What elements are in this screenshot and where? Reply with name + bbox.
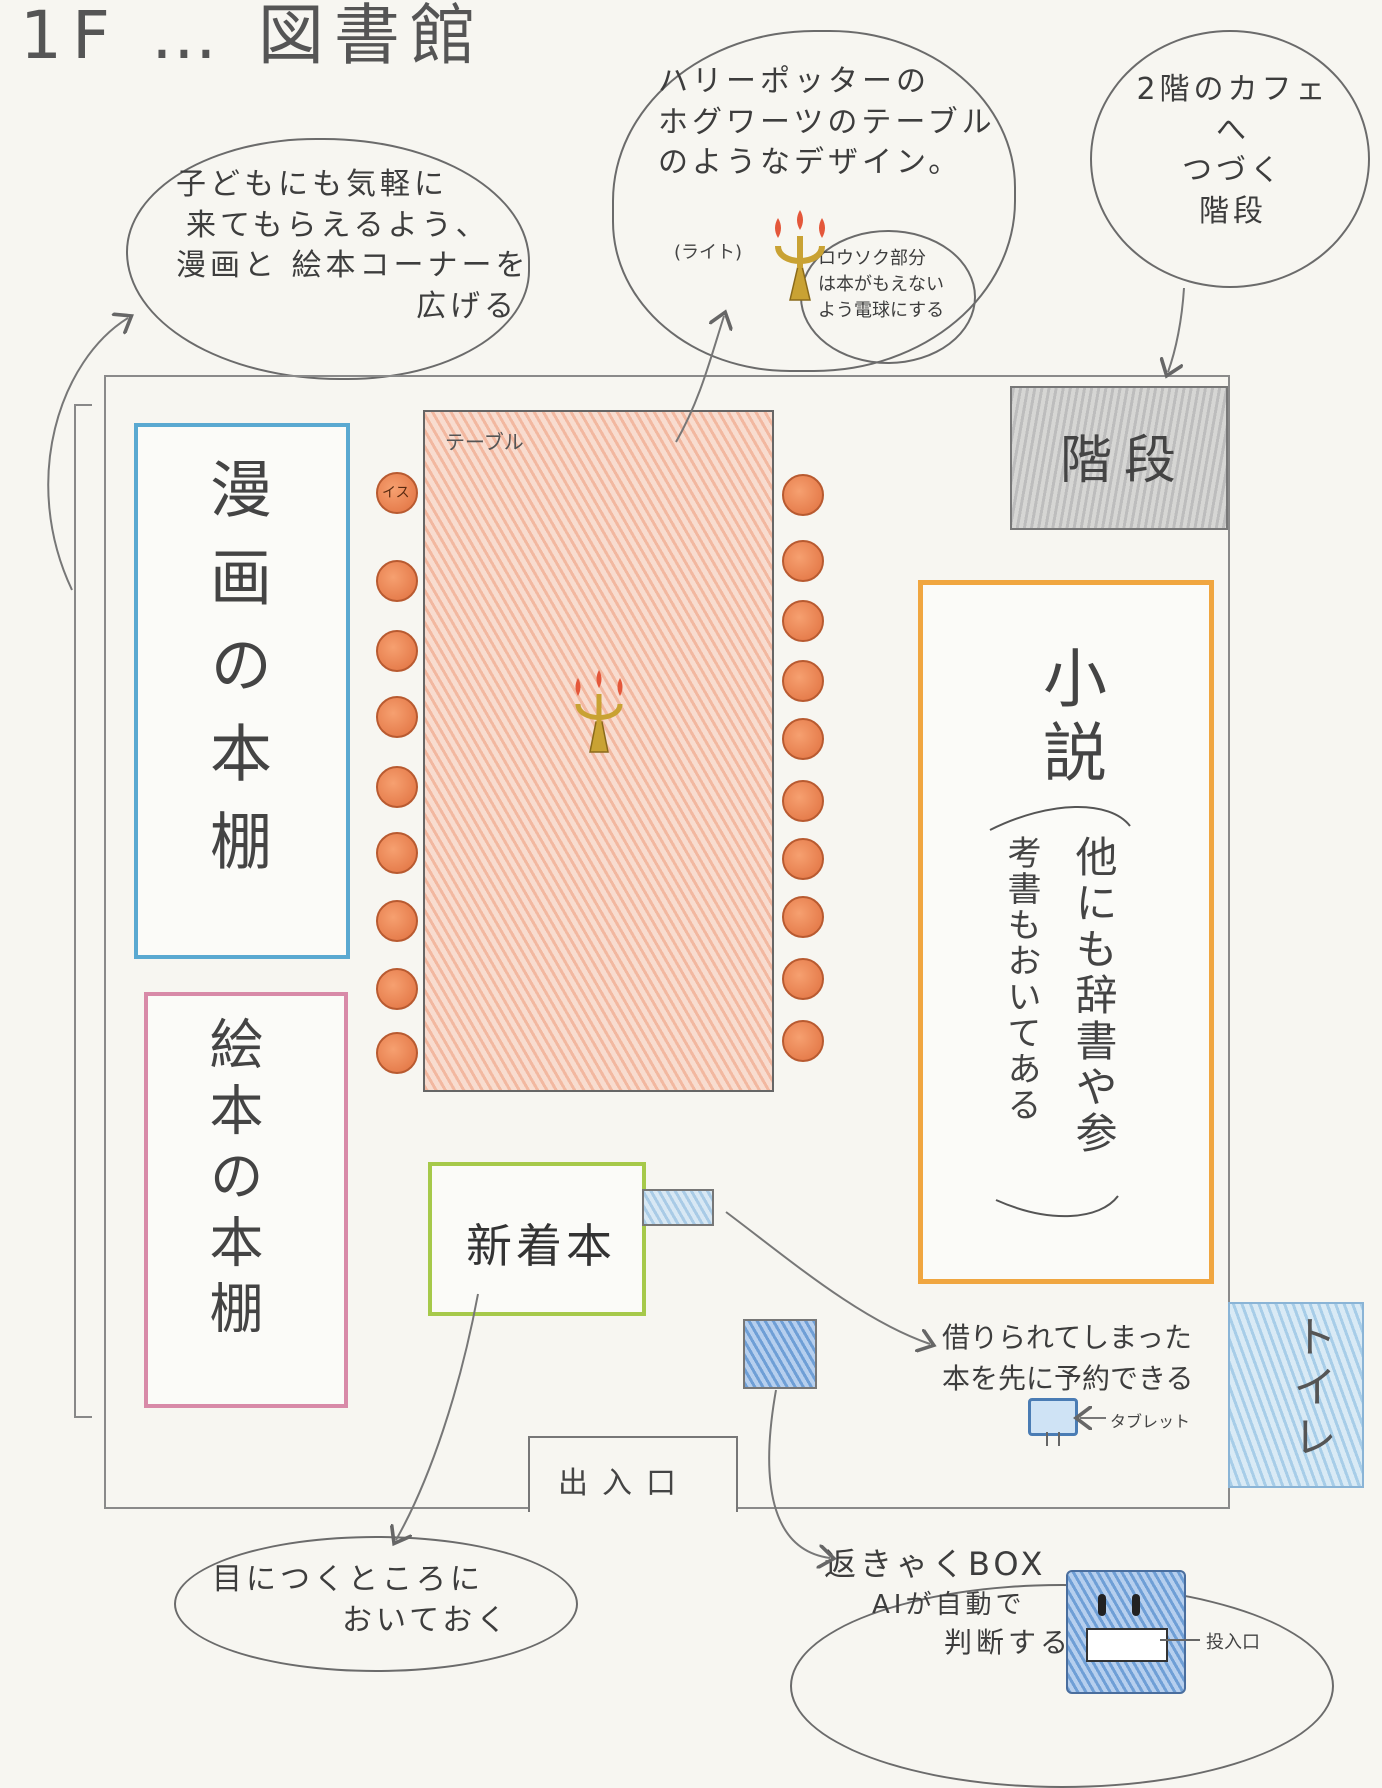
picture-book-shelf: 絵本の本棚: [144, 992, 348, 1408]
reservation-arrow: [725, 1211, 930, 1344]
return-line-1: 返きゃくBOX: [824, 1545, 1047, 1583]
chair-left-7: [376, 900, 418, 942]
harry-line-2: ホグワーツのテーブル: [658, 104, 996, 140]
candle-line-2: は本がもえない: [818, 274, 944, 296]
stairs-label: 階段: [1060, 431, 1189, 491]
chair-right-6: [782, 780, 824, 822]
chair-right-2: [782, 540, 824, 582]
chair-right-8: [782, 896, 824, 938]
return-arrow: [768, 1389, 830, 1558]
return-box: [743, 1319, 817, 1389]
candle-line-1: ロウソク部分: [818, 248, 926, 269]
chair-left-4: [376, 696, 418, 738]
reserve-line-1: 借りられてしまった: [942, 1321, 1193, 1354]
chair-left-1: イス: [376, 472, 418, 514]
return-line-3: 判断する: [944, 1626, 1073, 1660]
reservation-note: 借りられてしまった 本を先に予約できる: [942, 1318, 1193, 1399]
return-box-text: 返きゃくBOX AIが自動で 判断する: [824, 1542, 1072, 1662]
table-label: テーブル: [445, 430, 524, 454]
reservation-counter: [642, 1189, 714, 1226]
toilet: トイレ: [1228, 1302, 1364, 1488]
entrance-label: 出入口: [558, 1466, 690, 1501]
harry-line-3: のようなデザイン。: [658, 145, 963, 180]
manga-shelf: 漫画の本棚: [134, 423, 350, 959]
novel-bracket-top: [989, 806, 1131, 831]
novel-bracket-bottom: [995, 1195, 1119, 1217]
table-design-bubble: [612, 30, 1016, 372]
novel-note-left: 考書もおいてある: [1001, 835, 1041, 1123]
new-books-shelf: 新着本: [428, 1162, 646, 1316]
tablet-label: タブレット: [1110, 1412, 1191, 1431]
kids-line-3: 漫画と 絵本コーナーを: [176, 248, 530, 283]
table-candelabra-icon: [575, 670, 623, 753]
harry-line-1: ハリーポッターの: [658, 64, 930, 99]
novel-shelf-title: 小説: [1032, 645, 1106, 793]
picture-book-shelf-label: 絵本の本棚: [200, 1016, 263, 1346]
chair-left-6: [376, 832, 418, 874]
toilet-label: トイレ: [1285, 1314, 1336, 1464]
manga-shelf-label: 漫画の本棚: [199, 457, 272, 897]
left-bracket: [74, 404, 92, 1418]
new-books-arrow: [396, 1293, 479, 1540]
chair-right-7: [782, 838, 824, 880]
newbooks-line-2: おいておく: [342, 1602, 511, 1638]
new-books-label: 新着本: [466, 1219, 616, 1273]
new-books-bubble: [174, 1536, 578, 1672]
table-arrow: [675, 316, 724, 443]
stairs-arrow: [1168, 287, 1185, 372]
stairs-bubble: [1090, 30, 1370, 288]
chair-left-9: [376, 1032, 418, 1074]
slot-label: 投入口: [1206, 1632, 1260, 1653]
kids-line-2: 来てもらえるよう、: [186, 207, 490, 243]
table-design-text: ハリーポッターの ホグワーツのテーブル のようなデザイン。: [658, 62, 996, 184]
robot-slot: [1086, 1628, 1168, 1662]
chair-right-3: [782, 600, 824, 642]
arrows-layer: [47, 210, 1200, 1641]
stairs-bubble-text: 2階のカフェへ つづく 階段: [1128, 70, 1338, 232]
candle-line-3: よう電球にする: [818, 300, 945, 322]
robot-eye-left: [1098, 1594, 1106, 1616]
return-line-2: AIが自動で: [872, 1589, 1026, 1620]
kids-line-4: 広げる: [416, 288, 518, 324]
return-box-robot: [1066, 1570, 1186, 1694]
stairs-line-1: 2階のカフェへ: [1136, 72, 1330, 148]
chair-right-1: [782, 474, 824, 516]
chair-right-9: [782, 958, 824, 1000]
chair-left-5: [376, 766, 418, 808]
chair-left-8: [376, 968, 418, 1010]
chair-right-4: [782, 660, 824, 702]
tablet-stand: [1046, 1432, 1060, 1446]
kids-corner-text: 子どもにも気軽に 来てもらえるよう、 漫画と 絵本コーナーを 広げる: [176, 165, 530, 327]
page-title: 1F … 図書館: [20, 0, 486, 74]
candelabra-icon: [775, 210, 825, 301]
robot-eye-right: [1132, 1594, 1140, 1616]
kids-arrow: [47, 318, 128, 591]
chair-label: イス: [382, 485, 410, 501]
chair-left-3: [376, 630, 418, 672]
chair-left-2: [376, 560, 418, 602]
novel-shelf: 小説 他にも辞書や参 考書もおいてある: [918, 580, 1214, 1284]
candle-note-text: ロウソク部分 は本がもえない よう電球にする: [818, 246, 944, 324]
entrance: 出入口: [528, 1436, 738, 1512]
kids-line-1: 子どもにも気軽に: [176, 167, 448, 202]
reserve-line-2: 本を先に予約できる: [942, 1361, 1194, 1395]
novel-note-right: 他にも辞書や参: [1069, 835, 1118, 1157]
stairs-line-2: つづく: [1182, 153, 1284, 188]
chair-right-5: [782, 718, 824, 760]
light-label: (ライト): [674, 242, 743, 263]
stairs-block: 階段: [1010, 386, 1228, 530]
newbooks-line-1: 目につくところに: [212, 1562, 484, 1597]
kids-corner-bubble: [126, 138, 530, 380]
new-books-bubble-text: 目につくところに おいておく: [212, 1560, 510, 1641]
stairs-line-3: 階段: [1199, 193, 1267, 229]
chair-right-10: [782, 1020, 824, 1062]
